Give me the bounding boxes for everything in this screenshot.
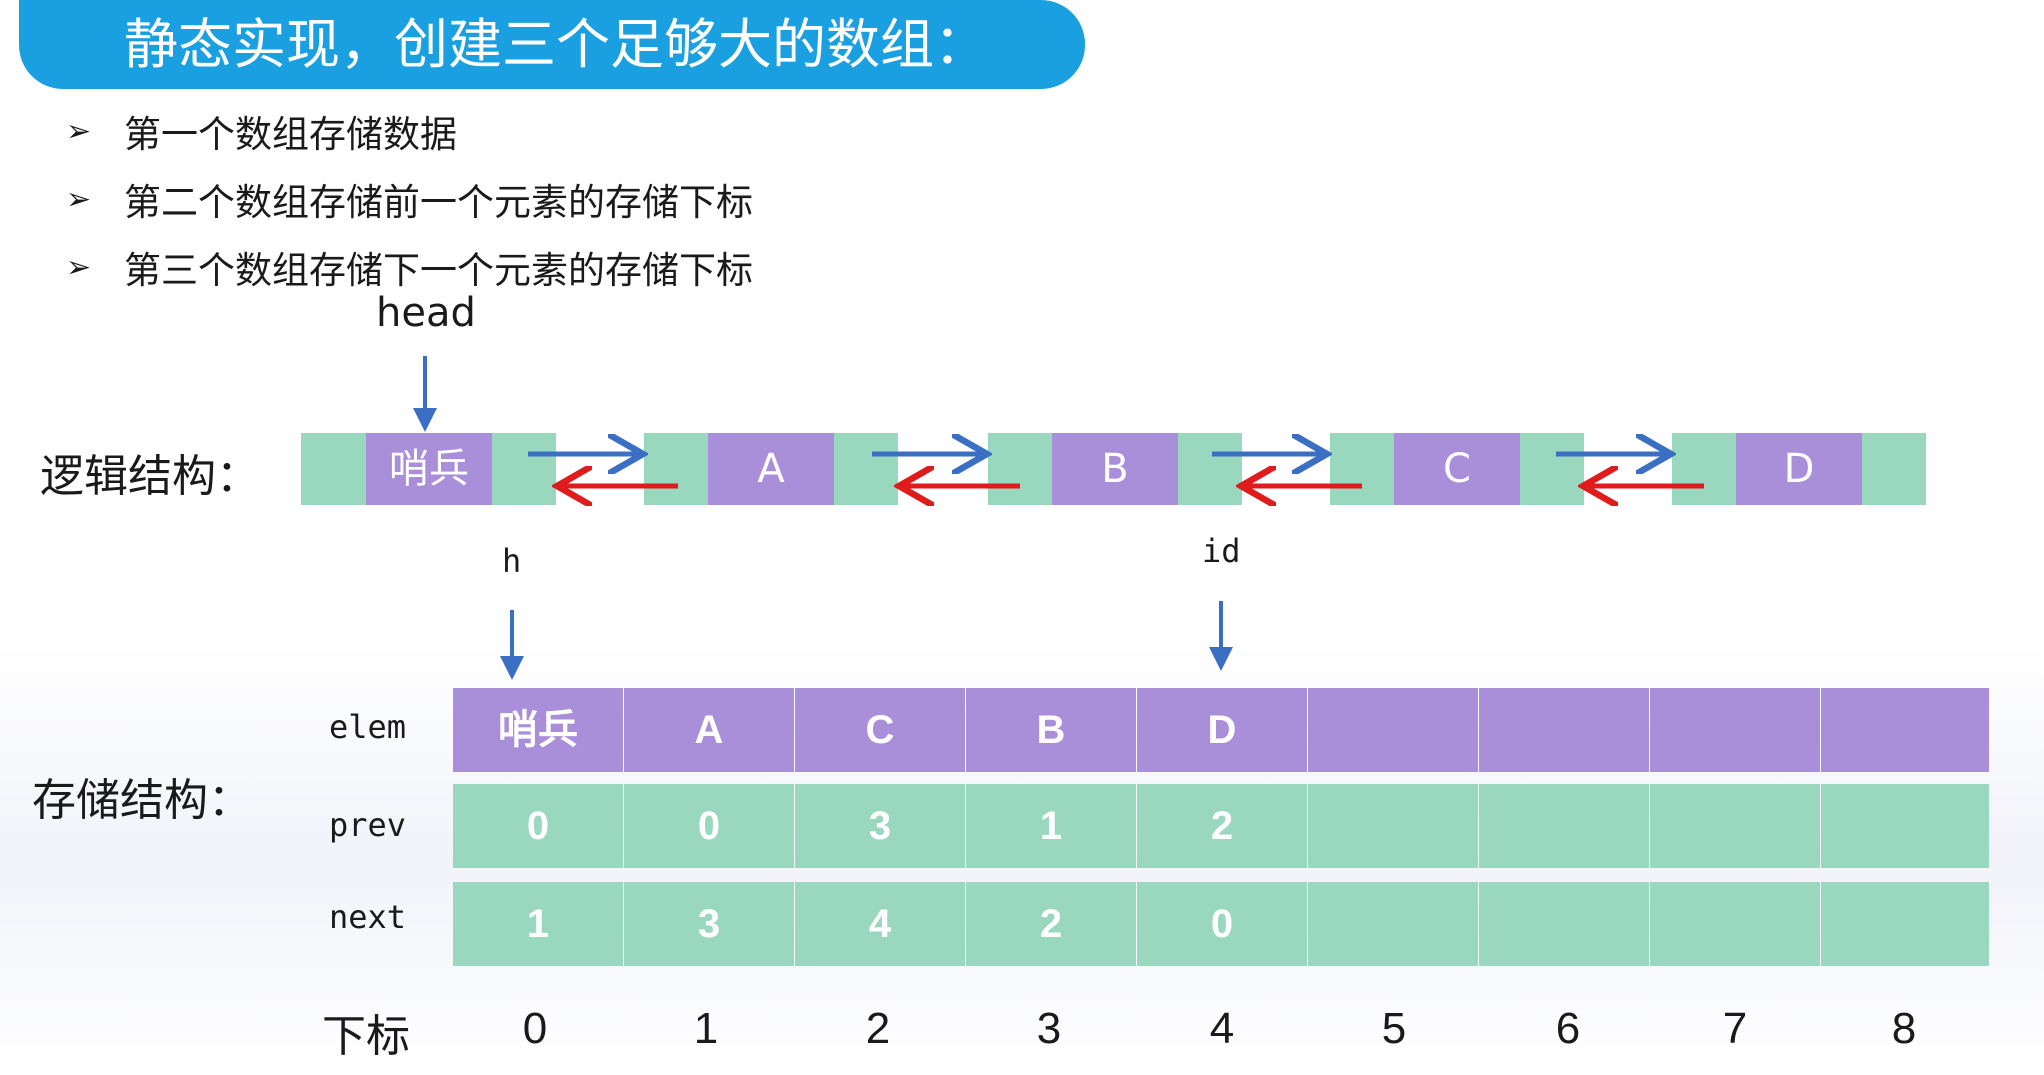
node-d-prev-field [1672,433,1736,505]
next-cell-4: 0 [1137,882,1307,966]
node-b-prev-field [988,433,1052,505]
next-row-label: next [329,898,407,936]
node-sentinel-prev-field [301,433,366,505]
index-label-4: 4 [1209,1004,1235,1053]
node-c-data: C [1394,433,1520,505]
elem-cell-0: 哨兵 [453,688,623,772]
id-pointer-label: id [1202,532,1241,570]
node-sentinel-data: 哨兵 [366,433,492,505]
elem-cell-8 [1821,688,1989,772]
prev-cell-2: 3 [795,784,965,868]
index-label-1: 1 [693,1004,719,1053]
bullet-text: 第一个数组存储数据 [124,113,457,156]
index-label-8: 8 [1891,1004,1917,1053]
elem-cell-5 [1308,688,1478,772]
prev-cell-8 [1821,784,1989,868]
prev-cell-1: 0 [624,784,794,868]
bullet-item-2: ➢ 第二个数组存储前一个元素的存储下标 [66,172,753,224]
prev-cell-5 [1308,784,1478,868]
elem-cell-7 [1650,688,1820,772]
prev-cell-4: 2 [1137,784,1307,868]
prev-cell-3: 1 [966,784,1136,868]
next-cell-2: 4 [795,882,965,966]
h-pointer-label: h [502,542,522,580]
index-row-label: 下标 [322,1011,410,1062]
node-c-next-field [1520,433,1584,505]
page-title: 静态实现，创建三个足够大的数组： [124,13,988,76]
bullet-item-3: ➢ 第三个数组存储下一个元素的存储下标 [66,240,753,292]
elem-cell-1: A [624,688,794,772]
bullet-arrow-icon: ➢ [66,182,92,216]
index-label-5: 5 [1381,1004,1407,1053]
node-b-next-field [1178,433,1242,505]
node-d-next-field [1862,433,1926,505]
node-a-data: A [708,433,834,505]
node-d-data: D [1736,433,1862,505]
node-a-next-field [834,433,898,505]
bullet-arrow-icon: ➢ [66,114,92,148]
index-label-7: 7 [1722,1004,1748,1053]
elem-cell-2: C [795,688,965,772]
node-b-data: B [1052,433,1178,505]
node-c-prev-field [1330,433,1394,505]
bullet-text: 第三个数组存储下一个元素的存储下标 [124,249,753,292]
next-cell-1: 3 [624,882,794,966]
node-a-prev-field [644,433,708,505]
storage-structure-label: 存储结构： [32,775,252,826]
elem-cell-4: D [1137,688,1307,772]
elem-row-label: elem [329,708,407,746]
bullet-arrow-icon: ➢ [66,250,92,284]
next-cell-5 [1308,882,1478,966]
index-label-2: 2 [865,1004,891,1053]
prev-cell-0: 0 [453,784,623,868]
title-banner [19,0,1085,89]
node-sentinel-next-field [492,433,556,505]
next-cell-6 [1479,882,1649,966]
next-cell-0: 1 [453,882,623,966]
head-label: head [376,290,476,336]
next-cell-8 [1821,882,1989,966]
index-label-0: 0 [522,1004,548,1053]
logical-structure-label: 逻辑结构： [40,451,260,502]
index-label-6: 6 [1555,1004,1581,1053]
elem-cell-3: B [966,688,1136,772]
bullet-text: 第二个数组存储前一个元素的存储下标 [124,181,753,224]
prev-cell-7 [1650,784,1820,868]
index-label-3: 3 [1036,1004,1062,1053]
next-cell-7 [1650,882,1820,966]
prev-cell-6 [1479,784,1649,868]
bullet-item-1: ➢ 第一个数组存储数据 [66,104,457,156]
elem-cell-6 [1479,688,1649,772]
next-cell-3: 2 [966,882,1136,966]
prev-row-label: prev [329,806,407,844]
